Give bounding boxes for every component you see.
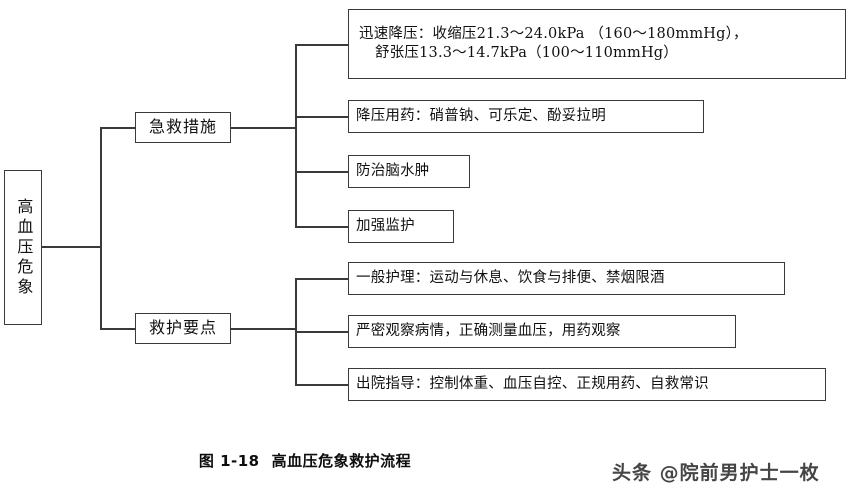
- node-root-label: 高血压危象: [14, 197, 34, 298]
- leaf-prevent-cerebral-edema: 防治脑水肿: [348, 155, 470, 188]
- leaf-antihypertensive-drugs-label: 降压用药：硝普钠、可乐定、酚妥拉明: [356, 108, 606, 125]
- connector-emergency-leaf-3: [295, 226, 349, 228]
- connector-emergency-leaf-1: [295, 116, 349, 118]
- leaf-discharge-guidance-label: 出院指导：控制体重、血压自控、正规用药、自救常识: [356, 376, 709, 393]
- figure-number: 图 1-18: [198, 452, 260, 470]
- node-root: 高血压危象: [4, 170, 42, 325]
- leaf-strengthen-monitoring-label: 加强监护: [356, 218, 415, 235]
- connector-to-care: [100, 328, 136, 330]
- figure-title: 高血压危象救护流程: [271, 452, 412, 470]
- node-branch-emergency: 急救措施: [135, 112, 231, 143]
- leaf-rapid-bp-reduction-line2: 舒张压13.3～14.7kPa（100～110mmHg）: [375, 45, 678, 61]
- connector-care-leaf-2: [295, 384, 349, 386]
- connector-root-stub: [42, 246, 101, 248]
- leaf-general-nursing: 一般护理：运动与休息、饮食与排便、禁烟限酒: [348, 262, 785, 295]
- connector-root-trunk: [100, 127, 102, 330]
- node-branch-care: 救护要点: [135, 313, 231, 344]
- connector-emergency-stub: [231, 127, 296, 129]
- connector-emergency-leaf-0: [295, 44, 349, 46]
- node-branch-emergency-label: 急救措施: [148, 117, 217, 137]
- watermark-text: 头条 @院前男护士一枚: [612, 462, 820, 484]
- figure-caption: 图 1-18 高血压危象救护流程: [0, 450, 610, 471]
- leaf-rapid-bp-reduction: 迅速降压：收缩压21.3～24.0kPa （160～180mmHg）， 舒张压1…: [348, 9, 846, 79]
- leaf-general-nursing-label: 一般护理：运动与休息、饮食与排便、禁烟限酒: [356, 270, 665, 287]
- connector-care-leaf-0: [295, 278, 349, 280]
- connector-emergency-leaf-2: [295, 171, 349, 173]
- watermark: 头条 @院前男护士一枚: [612, 458, 820, 485]
- connector-care-stub: [231, 328, 296, 330]
- leaf-close-observation-label: 严密观察病情，正确测量血压，用药观察: [356, 323, 621, 340]
- leaf-discharge-guidance: 出院指导：控制体重、血压自控、正规用药、自救常识: [348, 368, 826, 401]
- leaf-antihypertensive-drugs: 降压用药：硝普钠、可乐定、酚妥拉明: [348, 100, 704, 133]
- leaf-strengthen-monitoring: 加强监护: [348, 210, 454, 243]
- leaf-rapid-bp-reduction-line1: 迅速降压：收缩压21.3～24.0kPa （160～180mmHg），: [359, 26, 748, 43]
- leaf-close-observation: 严密观察病情，正确测量血压，用药观察: [348, 315, 736, 348]
- connector-care-leaf-1: [295, 331, 349, 333]
- connector-emergency-trunk: [295, 44, 297, 227]
- node-branch-care-label: 救护要点: [148, 318, 217, 338]
- leaf-prevent-cerebral-edema-label: 防治脑水肿: [356, 163, 430, 180]
- connector-to-emergency: [100, 127, 136, 129]
